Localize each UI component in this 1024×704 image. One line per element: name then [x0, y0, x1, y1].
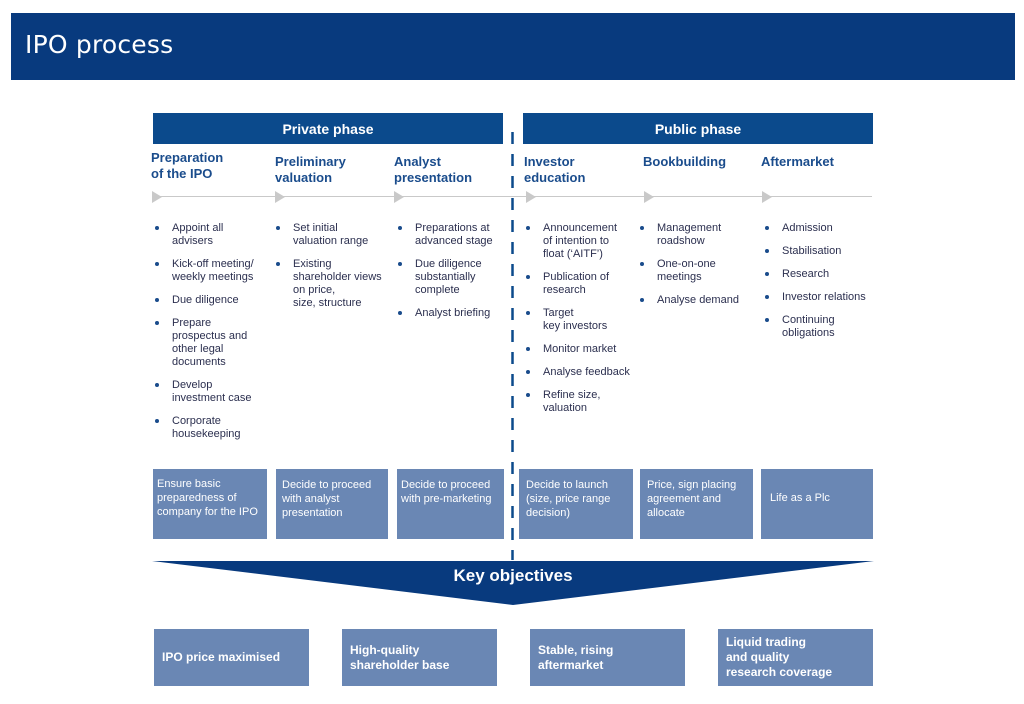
- list-item: Set initial valuation range: [274, 222, 394, 248]
- stage-title-preliminary-valuation: Preliminary valuation: [275, 154, 346, 185]
- private-phase-bar: Private phase: [153, 113, 503, 144]
- list-item: Existing shareholder views on price, siz…: [274, 258, 394, 310]
- list-item: Analyse demand: [638, 294, 756, 307]
- stage-bullets-preliminary-valuation: Set initial valuation range Existing sha…: [274, 222, 394, 320]
- list-item: Preparations at advanced stage: [396, 222, 512, 248]
- timeline-arrow-icon: [152, 191, 162, 203]
- timeline-arrow-icon: [526, 191, 536, 203]
- list-item: Target key investors: [524, 307, 642, 333]
- stage-title-analyst-presentation: Analyst presentation: [394, 154, 473, 185]
- list-item: Kick-off meeting/ weekly meetings: [153, 258, 271, 284]
- objective-box-price: IPO price maximised: [154, 629, 309, 686]
- stage-bullets-aftermarket: Admission Stabilisation Research Investo…: [763, 222, 881, 350]
- list-item: Corporate housekeeping: [153, 415, 271, 441]
- outcome-box-preliminary-valuation: Decide to proceed with analyst presentat…: [276, 469, 388, 539]
- stage-bullets-analyst-presentation: Preparations at advanced stage Due dilig…: [396, 222, 512, 330]
- outcome-box-aftermarket: Life as a Plc: [761, 469, 873, 539]
- objective-box-liquid-trading: Liquid trading and quality research cove…: [718, 629, 873, 686]
- list-item: Admission: [763, 222, 881, 235]
- timeline-arrow-icon: [644, 191, 654, 203]
- list-item: Publication of research: [524, 271, 642, 297]
- public-phase-bar: Public phase: [523, 113, 873, 144]
- list-item: Management roadshow: [638, 222, 756, 248]
- stage-title-bookbuilding: Bookbuilding: [643, 154, 727, 169]
- stage-bullets-preparation: Appoint all advisers Kick-off meeting/ w…: [153, 222, 271, 451]
- list-item: Refine size, valuation: [524, 389, 642, 415]
- list-item: Analyse feedback: [524, 366, 642, 379]
- list-item: Develop investment case: [153, 379, 271, 405]
- stage-title-investor-education: Investor education: [524, 154, 586, 185]
- objective-box-aftermarket: Stable, rising aftermarket: [530, 629, 685, 686]
- objective-box-shareholder-base: High-quality shareholder base: [342, 629, 497, 686]
- list-item: Analyst briefing: [396, 307, 512, 320]
- outcome-box-bookbuilding: Price, sign placing agreement and alloca…: [640, 469, 753, 539]
- page-title: IPO process: [25, 30, 174, 59]
- list-item: Announcement of intention to float (‘AIT…: [524, 222, 642, 261]
- stage-bullets-bookbuilding: Management roadshow One-on-one meetings …: [638, 222, 756, 317]
- list-item: Appoint all advisers: [153, 222, 271, 248]
- timeline-arrow-icon: [394, 191, 404, 203]
- phase-divider: [511, 132, 514, 560]
- list-item: Continuing obligations: [763, 314, 881, 340]
- list-item: Due diligence substantially complete: [396, 258, 512, 297]
- list-item: Stabilisation: [763, 245, 881, 258]
- timeline-arrow-icon: [275, 191, 285, 203]
- title-bar: IPO process: [11, 13, 1015, 80]
- list-item: One-on-one meetings: [638, 258, 756, 284]
- stage-title-aftermarket: Aftermarket: [761, 154, 834, 169]
- stage-title-preparation: Preparation of the IPO: [151, 150, 224, 181]
- list-item: Due diligence: [153, 294, 271, 307]
- stage-bullets-investor-education: Announcement of intention to float (‘AIT…: [524, 222, 642, 425]
- list-item: Investor relations: [763, 291, 881, 304]
- outcome-box-preparation: Ensure basic preparedness of company for…: [153, 469, 267, 539]
- list-item: Prepare prospectus and other legal docum…: [153, 317, 271, 369]
- outcome-box-investor-education: Decide to launch (size, price range deci…: [519, 469, 633, 539]
- key-objectives-label: Key objectives: [453, 566, 573, 585]
- key-objectives-banner: [152, 561, 874, 605]
- list-item: Research: [763, 268, 881, 281]
- timeline-arrow-icon: [762, 191, 772, 203]
- list-item: Monitor market: [524, 343, 642, 356]
- outcome-box-analyst-presentation: Decide to proceed with pre-marketing: [397, 469, 504, 539]
- timeline-line: [152, 196, 872, 197]
